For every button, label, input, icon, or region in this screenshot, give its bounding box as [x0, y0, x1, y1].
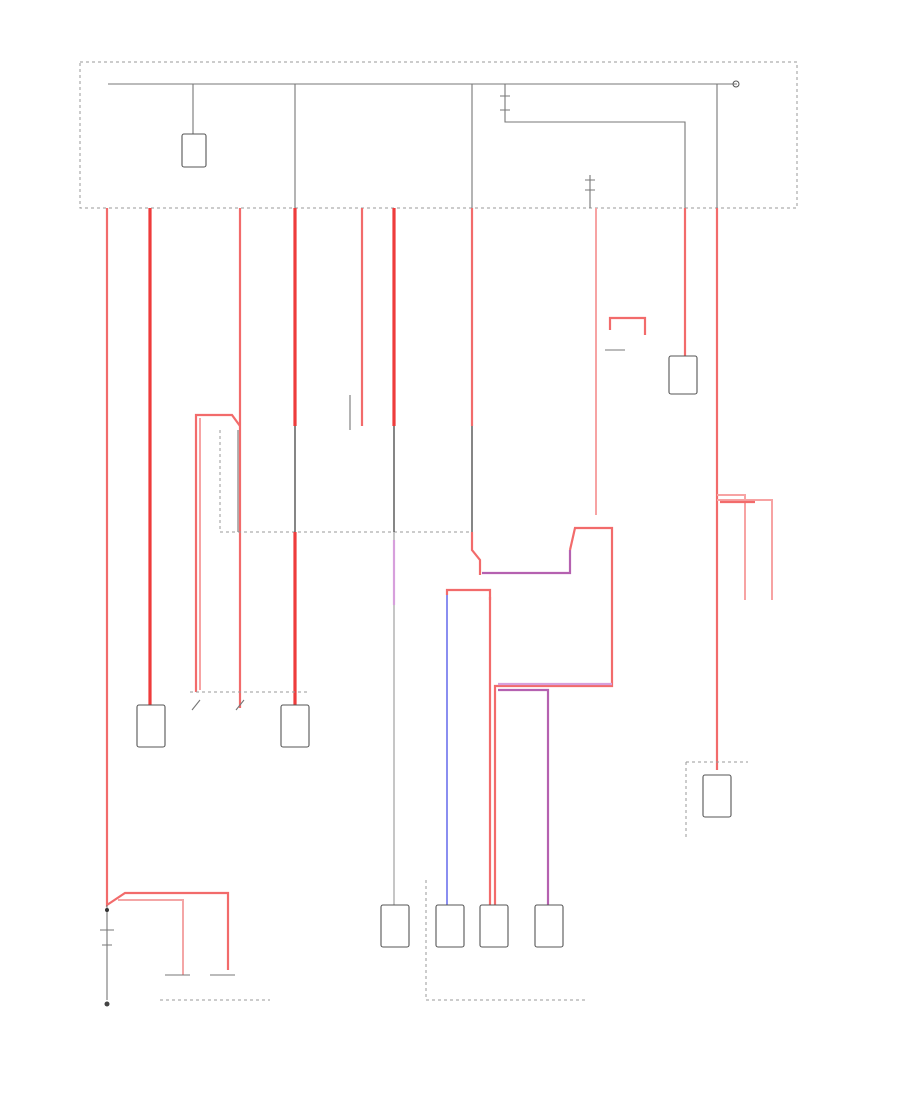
- module-output-wires: [293, 526, 614, 905]
- component-bottom-4: [534, 904, 564, 948]
- right-component-1: [668, 355, 698, 395]
- component-bottom-2: [435, 904, 465, 948]
- right-components: [605, 316, 773, 838]
- fuse-box-relay: [181, 133, 207, 168]
- battery-section: [100, 891, 270, 1007]
- component-bottom-1: [380, 904, 410, 948]
- right-component-2: [702, 774, 732, 818]
- control-module-block: [219, 395, 473, 533]
- lower-components: [136, 691, 585, 1001]
- fuse-box: [79, 61, 798, 209]
- component-bottom-3: [479, 904, 509, 948]
- fuse-feed-wires: [105, 208, 719, 893]
- component-mid-1: [280, 704, 310, 748]
- component-left-1: [136, 704, 166, 748]
